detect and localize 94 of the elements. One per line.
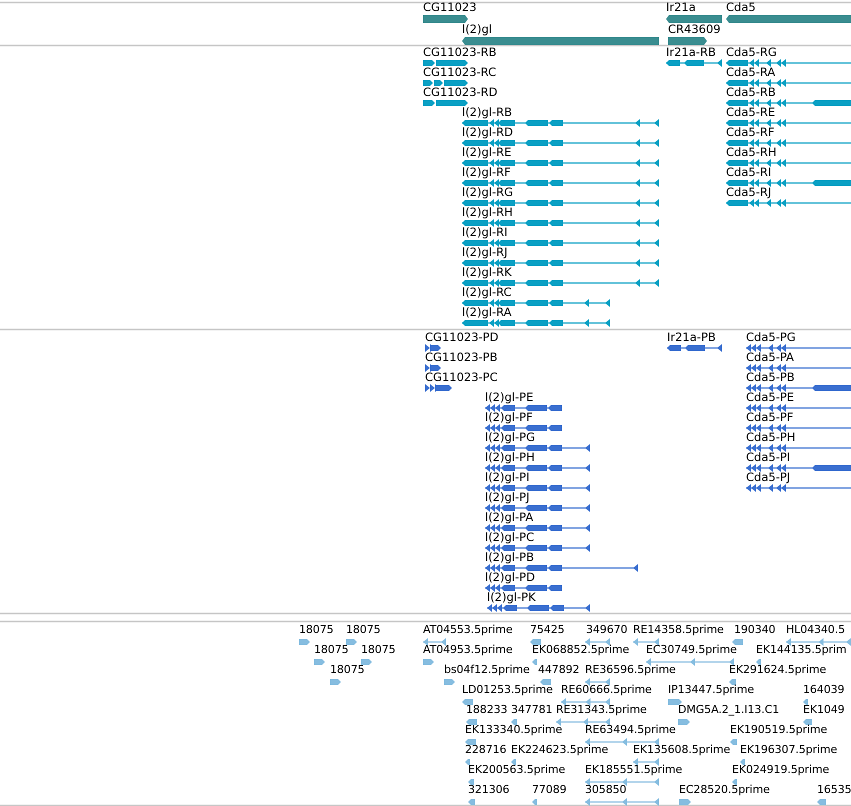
feature-label: Cda5-RI [726,166,772,179]
feature-label: CG11023-RC [423,66,496,79]
feature-label: l(2)gl-RH [462,206,513,219]
feature-label: Cda5-PJ [746,471,790,484]
feature-label: RE36596.5prime [585,663,676,676]
feature-label: Cda5-RE [726,106,776,119]
feature-label: l(2)gl-RI [462,226,508,239]
feature-label: 18075 [299,623,334,636]
feature-label: Cda5-RH [726,146,776,159]
feature-label: EK135608.5prime [633,743,730,756]
feature-label: 18075 [330,663,364,676]
feature-label: l(2)gl-RA [462,306,512,319]
feature-label: 16535 [817,783,851,796]
feature-label: EK144135.5prim [756,643,847,656]
feature-label: bs04f12.5prime [444,663,530,676]
feature-label: Cda5-PG [746,331,796,344]
feature-label: l(2)gl-PI [485,471,530,484]
feature-label: l(2)gl-RD [462,126,513,139]
feature-label: Ir21a-RB [666,46,716,59]
feature-label: AT04553.5prime [423,623,513,636]
feature-label: CR43609 [668,23,721,36]
feature-label: EK291624.5prime [729,663,826,676]
feature-label: 305850 [585,783,626,796]
feature-label: LD01253.5prime [462,683,553,696]
feature-label: l(2)gl-PG [485,431,535,444]
feature-label: l(2)gl-RG [462,186,514,199]
feature-label: Cda5-PF [746,411,794,424]
feature-label: Cda5-PE [746,391,794,404]
feature-label: 18075 [346,623,380,636]
feature-label: EK068852.5prime [532,643,630,656]
feature-label: l(2)gl-RC [462,286,512,299]
feature-label: l(2)gl-PK [487,591,536,604]
feature-label: IP13447.5prime [668,683,754,696]
feature-label: EK185551.5prime [585,763,682,776]
feature-label: l(2)gl-PD [485,571,535,584]
feature-label: Cda5-PB [746,371,795,384]
feature-label: EK196307.5prime [740,743,838,756]
feature-label: CG11023-PB [425,351,498,364]
feature-label: Cda5 [726,1,756,14]
feature-label: l(2)gl [462,23,492,36]
feature-label: 447892 [538,663,580,676]
feature-label: Cda5-RB [726,86,776,99]
feature-label: Cda5-PA [746,351,794,364]
feature-label: EK200563.5prime [468,763,566,776]
feature-label: Cda5-RA [726,66,776,79]
feature-label: l(2)gl-RK [462,266,512,279]
feature-label: DMG5A.2_1.I13.C1 [678,703,780,716]
feature-label: AT04953.5prime [423,643,513,656]
feature-label: CG11023-PD [425,331,498,344]
feature-label: 190340 [734,623,776,636]
feature-label: 347781 [511,703,552,716]
feature-label: RE31343.5prime [556,703,647,716]
feature-label: l(2)gl-PH [485,451,535,464]
feature-label: Cda5-RJ [726,186,772,199]
feature-label: RE60666.5prime [561,683,652,696]
feature-label: l(2)gl-PJ [485,491,530,504]
feature-label: l(2)gl-PA [485,511,534,524]
feature-label: CG11023-PC [425,371,498,384]
feature-label: l(2)gl-RE [462,146,512,159]
feature-label: Ir21a [666,1,696,14]
feature-label: l(2)gl-RF [462,166,511,179]
feature-label: Cda5-RG [726,46,777,59]
feature-label: Cda5-RF [726,126,774,139]
feature-label: 18075 [314,643,348,656]
feature-label: Ir21a-PB [667,331,716,344]
feature-label: 188233 [466,703,508,716]
feature-label: l(2)gl-PE [485,391,534,404]
feature-label: l(2)gl-RB [462,106,512,119]
feature-label: HL04340.5 [786,623,845,636]
feature-label: 164039 [803,683,844,696]
feature-label: 349670 [586,623,628,636]
feature-label: CG11023-RD [423,86,498,99]
feature-label: EK024919.5prime [732,763,830,776]
feature-label: EC28520.5prime [679,783,770,796]
feature-label: l(2)gl-PB [485,551,534,564]
feature-label: EK190519.5prime [730,723,828,736]
feature-label: EK133340.5prime [465,723,562,736]
feature-label: Cda5-PH [746,431,796,444]
feature-label: l(2)gl-PC [485,531,534,544]
feature-label: CG11023-RB [423,46,497,59]
feature-label: l(2)gl-RJ [462,246,508,259]
feature-label: 228716 [465,743,506,756]
feature-label: EK224623.5prime [511,743,608,756]
feature-label: 321306 [468,783,510,796]
feature-label: l(2)gl-PF [485,411,533,424]
feature-label: 77089 [532,783,566,796]
feature-label: EC30749.5prime [646,643,737,656]
feature-label: Cda5-PI [746,451,790,464]
feature-label: 75425 [530,623,564,636]
feature-label: RE14358.5prime [633,623,724,636]
feature-label: 18075 [361,643,396,656]
feature-label: CG11023 [423,1,477,14]
feature-label: EK1049 [803,703,845,716]
feature-label: RE63494.5prime [585,723,676,736]
